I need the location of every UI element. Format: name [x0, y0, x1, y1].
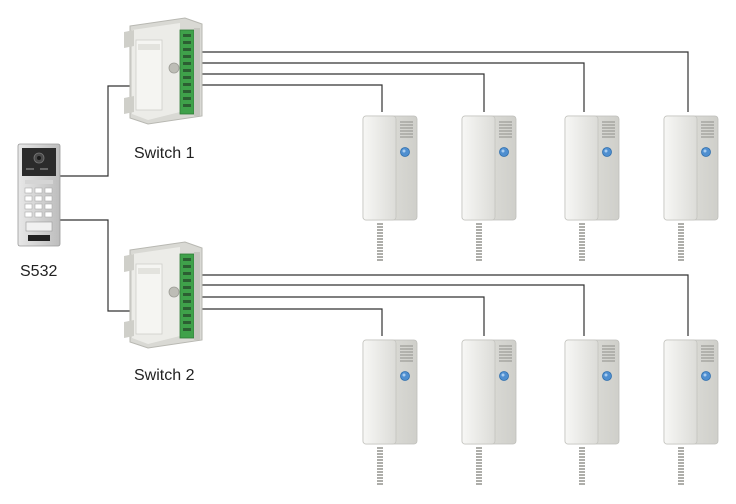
handset-2-1-icon	[362, 339, 418, 485]
handset-1-1-icon	[362, 115, 418, 261]
wire-switch-1-handset-4	[196, 51, 689, 112]
wire-switch-2-handset-2	[196, 296, 485, 336]
panel-label: S532	[20, 263, 57, 280]
wire-switch-1-handset-3	[196, 62, 585, 112]
wire-panel-to-switch-2	[60, 219, 134, 312]
handset-2-2-icon	[461, 339, 517, 485]
wire-switch-1-handset-2	[196, 73, 485, 112]
handset-1-3-icon	[564, 115, 620, 261]
wire-switch-2-handset-3	[196, 284, 585, 336]
wire-switch-2-handset-4	[196, 274, 689, 336]
wire-panel-to-switch-1	[60, 85, 134, 177]
handset-2-4-icon	[663, 339, 719, 485]
handset-1-2-icon	[461, 115, 517, 261]
handset-2-3-icon	[564, 339, 620, 485]
wire-switch-1-handset-1	[196, 84, 383, 112]
door-station-panel-icon	[17, 143, 61, 247]
switch-2-module-icon	[123, 241, 203, 349]
switch-1-module-icon	[123, 17, 203, 125]
switch-2-label: Switch 2	[134, 367, 195, 384]
handset-1-4-icon	[663, 115, 719, 261]
wire-switch-2-handset-1	[196, 308, 383, 336]
wires	[60, 51, 689, 336]
switch-1-label: Switch 1	[134, 145, 195, 162]
